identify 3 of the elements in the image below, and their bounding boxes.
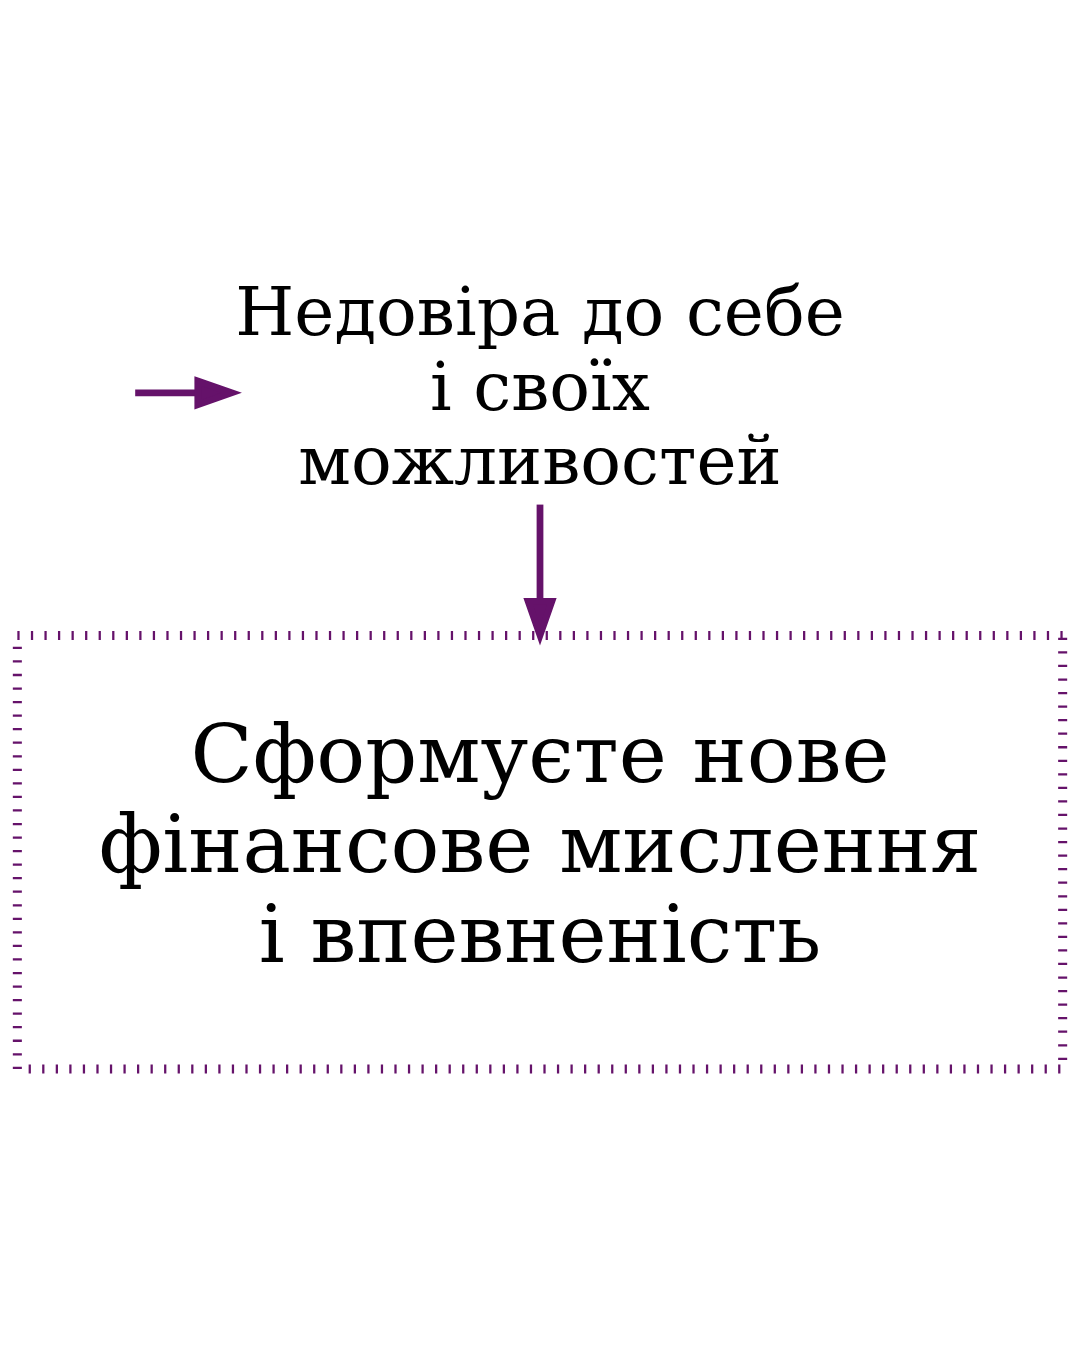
- node-box: Сформуєте нове фінансове мислення і впевненість: [12, 630, 1068, 1074]
- node-text: Недовіра до себе і своїх можливостей: [235, 272, 845, 501]
- arrow: [523, 504, 557, 646]
